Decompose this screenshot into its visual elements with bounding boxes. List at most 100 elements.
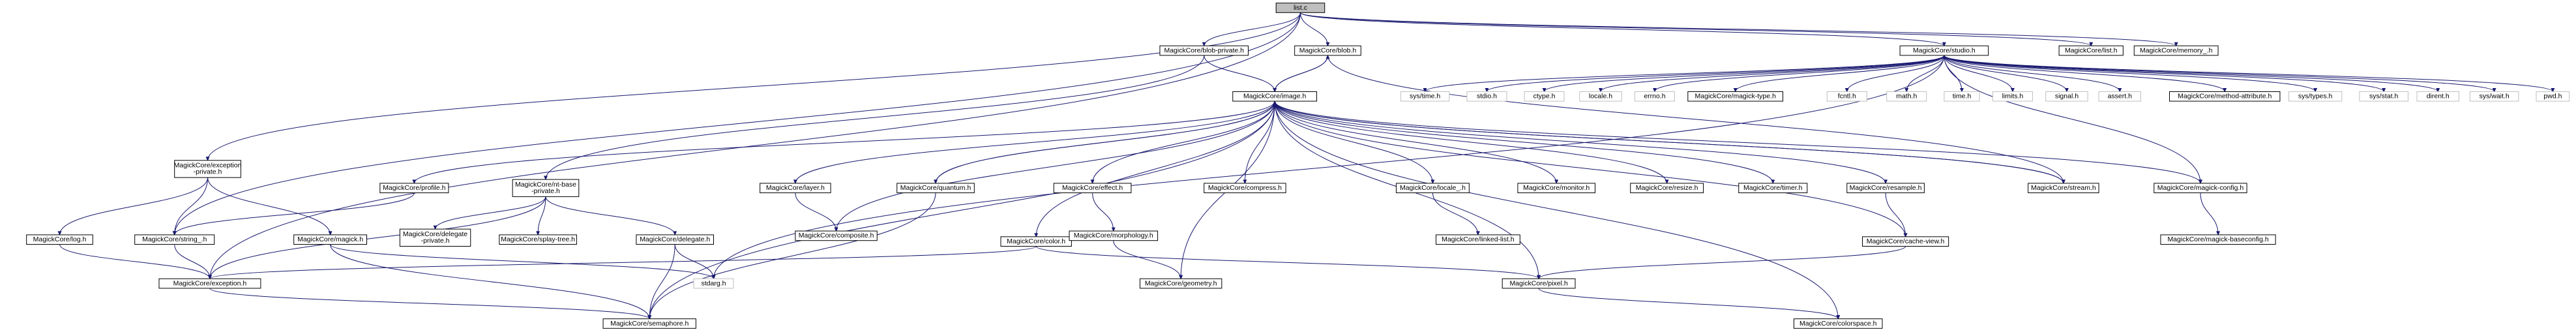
node-studio-h[interactable]: MagickCore/studio.h <box>1899 45 1989 56</box>
node-sys-types-h[interactable]: sys/types.h <box>2288 91 2343 102</box>
node-method-attribute-h[interactable]: MagickCore/method-attribute.h <box>2169 91 2281 102</box>
node-layer-h[interactable]: MagickCore/layer.h <box>760 183 831 194</box>
node-nt-base-private-h[interactable]: MagickCore/nt-base-private.h <box>512 179 580 197</box>
node-semaphore-h[interactable]: MagickCore/semaphore.h <box>602 318 696 329</box>
node-limits-h[interactable]: limits.h <box>1992 91 2033 102</box>
node-stdio-h[interactable]: stdio.h <box>1466 91 1507 102</box>
node-label: MagickCore/list.h <box>2065 46 2118 54</box>
node-box <box>2416 91 2459 102</box>
node-label: sys/wait.h <box>2480 93 2509 100</box>
node-label: MagickCore/color.h <box>1007 237 1065 245</box>
node-exception-private-h[interactable]: MagickCore/exception-private.h <box>174 160 242 178</box>
edge-arrowhead-ctype-h <box>1542 87 1547 93</box>
node-exception-h[interactable]: MagickCore/exception.h <box>158 278 261 289</box>
node-memory-h[interactable]: MagickCore/memory_.h <box>2133 45 2219 56</box>
edge-arrowhead-magick-h <box>328 231 333 236</box>
node-box <box>2058 45 2124 56</box>
node-sys-time-h[interactable]: sys/time.h <box>1400 91 1450 102</box>
edges-layer <box>57 12 2555 320</box>
node-log-h[interactable]: MagickCore/log.h <box>26 234 93 245</box>
node-label: MagickCore/splay-tree.h <box>501 236 575 243</box>
node-sys-stat-h[interactable]: sys/stat.h <box>2359 91 2408 102</box>
edge-image-h-to-blob-h <box>1274 55 1328 92</box>
node-box <box>2160 234 2276 245</box>
node-composite-h[interactable]: MagickCore/composite.h <box>795 230 878 241</box>
node-label: MagickCore/composite.h <box>799 232 874 239</box>
node-list-c[interactable]: list.c <box>1275 3 1325 13</box>
edge-studio-h-to-ctype-h <box>1544 55 1945 92</box>
node-delegate-h[interactable]: MagickCore/delegate.h <box>636 234 714 245</box>
node-box <box>2098 91 2141 102</box>
node-linked-list-h[interactable]: MagickCore/linked-list.h <box>1436 234 1520 245</box>
node-profile-h[interactable]: MagickCore/profile.h <box>379 183 449 194</box>
edge-magick-h-to-semaphore-h <box>330 244 650 319</box>
edge-studio-h-to-assert-h <box>1944 55 2120 92</box>
node-geometry-h[interactable]: MagickCore/geometry.h <box>1139 278 1222 289</box>
node-dirent-h[interactable]: dirent.h <box>2416 91 2459 102</box>
node-image-h[interactable]: MagickCore/image.h <box>1232 91 1318 102</box>
node-math-h[interactable]: math.h <box>1886 91 1927 102</box>
edge-resample-h-to-cache-view-h <box>1885 192 1906 237</box>
node-ctype-h[interactable]: ctype.h <box>1524 91 1565 102</box>
edge-image-h-to-layer-h <box>795 101 1275 183</box>
edge-studio-h-to-stdarg-h <box>713 55 1945 279</box>
edge-studio-h-to-stdio-h <box>1486 55 1945 92</box>
edge-profile-h-to-string-h <box>174 192 415 236</box>
node-box <box>1000 236 1072 247</box>
node-blob-private-h[interactable]: MagickCore/blob-private.h <box>1159 45 1249 56</box>
node-label: MagickCore/resize.h <box>1636 184 1698 192</box>
edge-color-h-to-pixel-h <box>1035 246 1539 279</box>
node-splay-tree-h[interactable]: MagickCore/splay-tree.h <box>499 234 577 245</box>
node-time-h[interactable]: time.h <box>1944 91 1980 102</box>
edge-arrowhead-pixel-h <box>1537 275 1541 280</box>
node-resize-h[interactable]: MagickCore/resize.h <box>1630 183 1704 194</box>
node-sys-wait-h[interactable]: sys/wait.h <box>2469 91 2519 102</box>
node-fcntl-h[interactable]: fcntl.h <box>1826 91 1867 102</box>
node-label: math.h <box>1896 93 1917 100</box>
node-label: MagickCore/pixel.h <box>1509 279 1567 287</box>
edge-magick-h-to-stdarg-h <box>330 244 714 279</box>
node-delegate-private-h[interactable]: MagickCore/delegate-private.h <box>399 228 471 247</box>
node-label: MagickCore/log.h <box>33 236 87 243</box>
node-errno-h[interactable]: errno.h <box>1634 91 1675 102</box>
edge-arrowhead-locale-h <box>1430 179 1435 185</box>
node-quantum-h[interactable]: MagickCore/quantum.h <box>896 183 975 194</box>
node-stream-h[interactable]: MagickCore/stream.h <box>2028 183 2099 194</box>
node-string-h[interactable]: MagickCore/string_.h <box>134 234 215 245</box>
edge-log-h-to-exception-h <box>59 244 211 279</box>
node-locale-sys-h[interactable]: locale.h <box>1579 91 1622 102</box>
node-morphology-h[interactable]: MagickCore/morphology.h <box>1069 230 1159 241</box>
node-compress-h[interactable]: MagickCore/compress.h <box>1204 183 1286 194</box>
node-pwd-h[interactable]: pwd.h <box>2536 91 2570 102</box>
edge-arrowhead-locale-sys-h <box>1599 87 1603 93</box>
edge-layer-h-to-composite-h <box>795 192 837 232</box>
node-magick-baseconfig-h[interactable]: MagickCore/magick-baseconfig.h <box>2160 234 2276 245</box>
node-resample-h[interactable]: MagickCore/resample.h <box>1846 183 1925 194</box>
node-monitor-h[interactable]: MagickCore/monitor.h <box>1517 183 1596 194</box>
edge-list-c-to-exception-h <box>209 12 1301 279</box>
node-label: assert.h <box>2108 93 2133 100</box>
node-assert-h[interactable]: assert.h <box>2098 91 2141 102</box>
node-stdarg-h[interactable]: stdarg.h <box>693 278 734 289</box>
node-box <box>1862 236 1949 247</box>
node-signal-h[interactable]: signal.h <box>2045 91 2088 102</box>
node-list-h[interactable]: MagickCore/list.h <box>2058 45 2124 56</box>
edge-arrowhead-compress-h <box>1243 179 1247 185</box>
edge-studio-h-to-method-attribute-h <box>1944 55 2225 92</box>
node-cache-view-h[interactable]: MagickCore/cache-view.h <box>1862 236 1949 247</box>
node-colorspace-h[interactable]: MagickCore/colorspace.h <box>1793 318 1883 329</box>
edge-arrowhead-colorspace-h <box>1836 315 1841 320</box>
edge-arrowhead-assert-h <box>2118 87 2122 93</box>
node-timer-h[interactable]: MagickCore/timer.h <box>1738 183 1808 194</box>
node-pixel-h[interactable]: MagickCore/pixel.h <box>1502 278 1576 289</box>
node-effect-h[interactable]: MagickCore/effect.h <box>1053 183 1132 194</box>
node-locale-h[interactable]: MagickCore/locale_.h <box>1396 183 1470 194</box>
edge-arrowhead-semaphore-h <box>647 315 652 320</box>
edge-image-h-to-cache-view-h <box>1274 101 1906 237</box>
node-magick-config-h[interactable]: MagickCore/magick-config.h <box>2154 183 2247 194</box>
node-blob-h[interactable]: MagickCore/blob.h <box>1294 45 1361 56</box>
node-magick-h[interactable]: MagickCore/magick.h <box>293 234 367 245</box>
node-magick-type-h[interactable]: MagickCore/magick-type.h <box>1687 91 1784 102</box>
edge-color-h-to-exception-h <box>209 246 1037 279</box>
node-color-h[interactable]: MagickCore/color.h <box>1000 236 1072 247</box>
